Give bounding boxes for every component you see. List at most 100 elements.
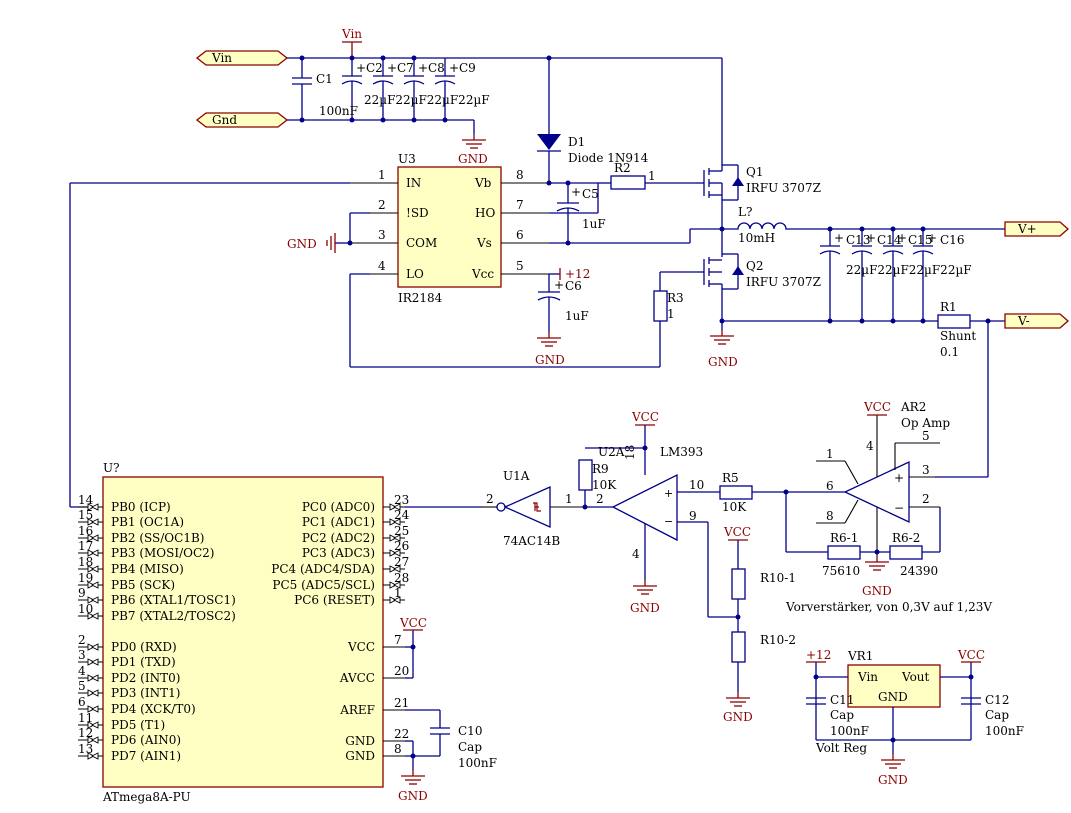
mcu-pin-number: 27 (394, 555, 409, 569)
svg-text:!SD: !SD (406, 206, 429, 220)
svg-text:4: 4 (632, 547, 640, 561)
mcu-pin-number: 1 (394, 586, 402, 600)
svg-text:74AC14B: 74AC14B (503, 534, 560, 548)
cap-c11: C11 Cap 100nF (806, 693, 869, 738)
mcu-pin-number: 6 (78, 695, 86, 709)
svg-text:C12: C12 (985, 693, 1009, 707)
svg-text:GND: GND (630, 601, 660, 615)
svg-text:+: + (834, 231, 844, 245)
svg-text:5: 5 (922, 429, 930, 443)
mcu-pin-name: PC3 (ADC3) (302, 546, 375, 560)
svg-text:GND: GND (535, 353, 565, 367)
svg-text:18: 18 (623, 445, 637, 460)
cap-c12: C12 Cap 100nF (961, 693, 1024, 738)
svg-text:Diode 1N914: Diode 1N914 (568, 151, 649, 165)
svg-text:10K: 10K (592, 478, 617, 492)
svg-text:+: + (387, 61, 397, 75)
comparator-u2a: U2A LM393 18 10 9 2 4 + − (596, 445, 704, 561)
mcu-pin-name: PB5 (SCK) (111, 578, 175, 592)
port-gnd: Gnd (195, 112, 289, 128)
svg-text:1: 1 (565, 492, 573, 506)
svg-text:V-: V- (1017, 314, 1030, 328)
mosfet-q1: Q1 IRFU 3707Z (695, 58, 821, 229)
svg-text:Vout: Vout (901, 670, 930, 684)
mcu-pin-number: 11 (78, 711, 93, 725)
svg-text:−: − (894, 501, 904, 515)
svg-text:VCC: VCC (863, 400, 891, 414)
svg-text:LM393: LM393 (660, 445, 703, 459)
mcu-pin-name: PB4 (MISO) (111, 562, 184, 576)
svg-text:+12: +12 (806, 648, 831, 662)
svg-text:1uF: 1uF (582, 217, 606, 231)
mcu-pin-number: 5 (78, 679, 86, 693)
mcu-pin-name: PB0 (ICP) (111, 500, 171, 514)
svg-text:Vcc: Vcc (471, 267, 494, 281)
svg-text:1uF: 1uF (565, 309, 589, 323)
svg-text:C15: C15 (908, 233, 932, 247)
mcu-pin-number: 16 (78, 524, 93, 538)
mcu-pin-number: 22 (394, 727, 409, 741)
svg-text:LO: LO (406, 267, 424, 281)
mcu-pin-name: PB7 (XTAL2/TOSC2) (111, 609, 236, 623)
svg-text:ATmega8A-PU: ATmega8A-PU (102, 790, 191, 804)
mcu-pin-number: 28 (394, 571, 409, 585)
svg-text:100nF: 100nF (830, 724, 869, 738)
svg-text:R6-1: R6-1 (830, 531, 858, 545)
mcu-pin-name: PD2 (INT0) (111, 671, 180, 685)
svg-text:Vb: Vb (474, 176, 492, 190)
svg-text:C8: C8 (428, 61, 445, 75)
svg-text:IR2184: IR2184 (398, 291, 443, 305)
svg-text:VR1: VR1 (847, 649, 873, 663)
svg-text:6: 6 (516, 228, 524, 242)
svg-text:2: 2 (596, 492, 604, 506)
svg-text:VCC: VCC (399, 616, 427, 630)
svg-text:6: 6 (826, 479, 834, 493)
input-capacitors: C1 100nF +C2 +C7 +C8 +C9 22µF22µF22µF22µ… (292, 58, 490, 120)
svg-text:C10: C10 (458, 724, 482, 738)
svg-text:R10-2: R10-2 (760, 633, 796, 647)
svg-text:GND: GND (862, 584, 892, 598)
resistor-r6-1: R6-1 75610 (822, 531, 861, 578)
mcu-pin-number: 4 (78, 664, 86, 678)
svg-text:+: + (894, 471, 904, 485)
mcu-pin-number: 21 (394, 696, 409, 710)
svg-text:Q1: Q1 (746, 165, 763, 179)
svg-text:HO: HO (475, 206, 495, 220)
mcu-pin-name: PD3 (INT1) (111, 686, 180, 700)
svg-text:C11: C11 (830, 693, 854, 707)
svg-text:100nF: 100nF (458, 756, 497, 770)
svg-text:10mH: 10mH (738, 231, 775, 245)
svg-text:C16: C16 (940, 233, 964, 247)
svg-text:C2: C2 (366, 61, 383, 75)
svg-text:1: 1 (648, 169, 656, 183)
svg-text:10K: 10K (722, 500, 747, 514)
svg-text:Volt Reg: Volt Reg (815, 741, 867, 755)
port-vminus: V- (1004, 313, 1069, 329)
mcu-pin-number: 12 (78, 726, 93, 740)
svg-text:IRFU 3707Z: IRFU 3707Z (746, 181, 821, 195)
svg-text:Vin: Vin (211, 51, 232, 65)
mcu-pin-name: GND (345, 734, 375, 748)
svg-text:C13: C13 (846, 233, 870, 247)
svg-text:C9: C9 (459, 61, 476, 75)
